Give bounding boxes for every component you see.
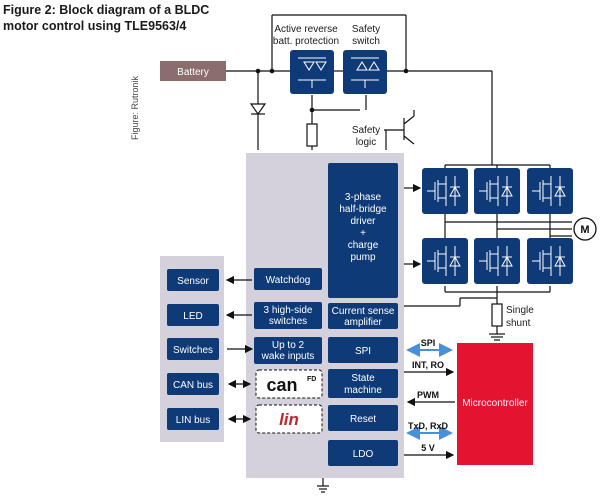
peripheral-block (167, 408, 219, 430)
peripheral-label: LED (183, 311, 202, 322)
driver-gate-arrows (404, 183, 422, 269)
mcu-signal-labels: SPI INT, RO PWM TxD, RxD 5 V (408, 338, 449, 453)
peripheral-label: CAN bus (173, 380, 213, 391)
microcontroller-block (457, 343, 533, 465)
safety-switch-label-1: Safety (352, 24, 380, 35)
resistor-icon (306, 123, 318, 147)
peripheral-label: Switches (173, 345, 213, 356)
diode-icon (249, 103, 267, 116)
motor-icon (573, 217, 597, 241)
driver-label-line: 3-phase (345, 192, 382, 203)
signal-label: TxD, RxD (408, 421, 449, 431)
peripheral-block (167, 338, 219, 360)
figure-credit: Figure: Rutronik (130, 75, 140, 140)
wake-inputs-block (254, 337, 322, 364)
mosfet-block (422, 238, 468, 284)
ldo-block (328, 440, 398, 466)
mosfet-block (474, 168, 520, 214)
half-bridge-driver-block (328, 163, 398, 298)
high-side-label-2: switches (269, 316, 307, 327)
shunt-label-1: Single (506, 305, 534, 316)
state-machine-label-2: machine (344, 385, 382, 396)
reset-label: Reset (350, 414, 376, 425)
mcu-signal-arrows (404, 343, 455, 460)
battery-block (160, 61, 226, 81)
peripheral-label: LIN bus (176, 415, 210, 426)
mosfet-icons (298, 57, 380, 88)
mosfet-block (422, 168, 468, 214)
peripheral-block (167, 269, 219, 291)
high-side-label-1: 3 high-side (264, 305, 313, 316)
junction-dots (255, 68, 409, 113)
mosfet-block (527, 168, 573, 214)
csa-label-1: Current sense (332, 306, 395, 317)
peripheral-arrows (225, 275, 254, 424)
reset-block (328, 405, 398, 431)
reverse-protection-mosfet (290, 50, 334, 94)
signal-label: 5 V (421, 443, 435, 453)
driver-label-line: driver (350, 216, 376, 227)
motor-label: M (580, 224, 589, 236)
can-logo: can (266, 375, 297, 395)
signal-label: INT, RO (412, 360, 444, 370)
can-fd-transceiver (255, 369, 323, 399)
microcontroller-label: Microcontroller (462, 398, 528, 409)
peripheral-block (167, 373, 219, 395)
active-reverse-label-1: Active reverse (274, 24, 338, 35)
ldo-label: LDO (353, 449, 374, 460)
peripheral-label: Sensor (177, 276, 209, 287)
mosfet-block (527, 238, 573, 284)
safety-switch-label-2: switch (352, 36, 380, 47)
csa-label-2: amplifier (344, 317, 382, 328)
shunt-label-2: shunt (506, 318, 531, 329)
high-side-switches-block (254, 302, 322, 329)
driver-label-line: charge (348, 240, 379, 251)
spi-block (328, 337, 398, 363)
mosfet-block (474, 238, 520, 284)
bridge-wiring (404, 164, 572, 334)
peripheral-block (167, 304, 219, 326)
safety-logic-label-2: logic (356, 137, 377, 148)
active-reverse-label-2: batt. protection (273, 36, 339, 47)
current-sense-amplifier-block (328, 303, 398, 329)
shunt-ground-icon (489, 333, 505, 341)
watchdog-block (254, 268, 322, 290)
figure-title-line1: Figure 2: Block diagram of a BLDC (3, 3, 209, 17)
state-machine-label-1: State (351, 373, 375, 384)
wake-label-2: wake inputs (261, 351, 315, 362)
safety-switch-mosfet (343, 50, 387, 94)
state-machine-block (328, 369, 398, 398)
safety-logic-label-1: Safety (352, 125, 380, 136)
driver-label-line: + (360, 228, 366, 239)
driver-label-line: half-bridge (339, 204, 387, 215)
signal-label: SPI (421, 338, 436, 348)
signal-label: PWM (417, 390, 439, 400)
spi-label: SPI (355, 346, 371, 357)
battery-label: Battery (177, 67, 209, 78)
driver-label-line: pump (350, 252, 375, 263)
half-bridge-mosfets (422, 168, 573, 284)
watchdog-label: Watchdog (266, 275, 311, 286)
chip-ground-icon (317, 478, 329, 493)
shunt-resistor-icon (491, 303, 503, 327)
wake-label-1: Up to 2 (272, 340, 305, 351)
can-logo-fd: FD (307, 376, 316, 383)
lin-logo: lin (279, 410, 299, 429)
lin-transceiver (255, 404, 323, 434)
figure-title-line2: motor control using TLE9563/4 (3, 19, 186, 33)
